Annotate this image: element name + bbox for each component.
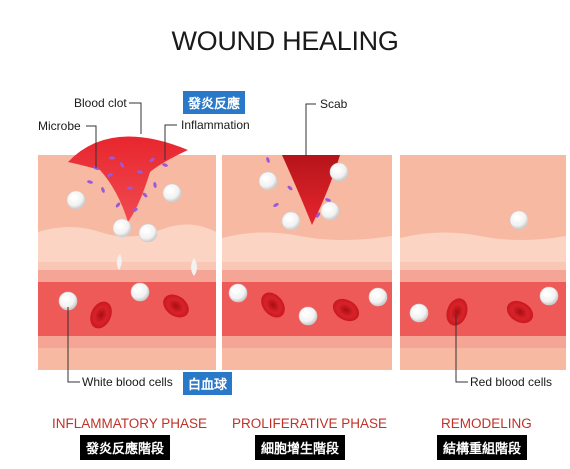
blood-clot-label: Blood clot — [74, 96, 127, 110]
phase-name-inflammatory: INFLAMMATORY PHASE — [52, 416, 208, 431]
scab-label: Scab — [320, 97, 348, 111]
inflammation-cn-tag: 發炎反應 — [183, 91, 246, 114]
microbe-label: Microbe — [38, 119, 81, 133]
white-blood-cells-cn-tag: 白血球 — [183, 372, 233, 395]
panel-inflammatory — [38, 136, 216, 370]
phase-cn-remodeling: 結構重組階段 — [437, 435, 528, 460]
inflammation-label: Inflammation — [181, 118, 250, 132]
phase-name-remodeling: REMODELING — [441, 416, 532, 431]
panel-remodeling — [400, 155, 566, 370]
phase-cn-inflammatory: 發炎反應階段 — [80, 435, 171, 460]
diagram-title: WOUND HEALING — [171, 26, 399, 56]
panel-proliferative — [222, 155, 392, 370]
phase-name-proliferative: PROLIFERATIVE PHASE — [232, 416, 388, 431]
white-blood-cells-label: White blood cells — [82, 375, 173, 389]
red-blood-cells-label: Red blood cells — [470, 375, 553, 389]
phase-cn-proliferative: 細胞增生階段 — [255, 435, 346, 460]
